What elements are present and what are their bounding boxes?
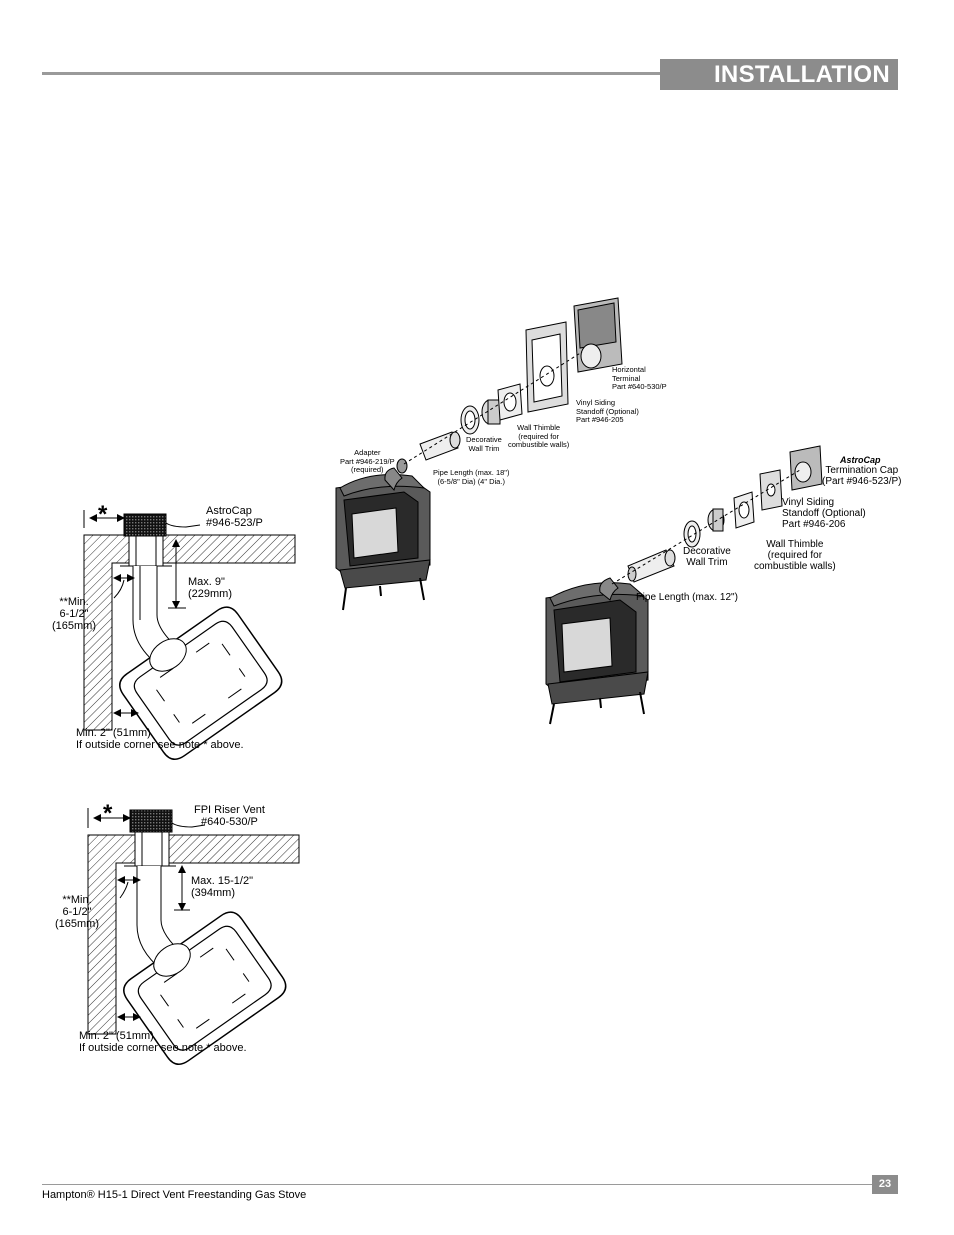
plan-view-riser (87, 808, 300, 1065)
astrocap-label: AstroCap #946-523/P (206, 505, 263, 529)
footer-rule (42, 1184, 872, 1185)
riser-vent-label: FPI Riser Vent #640-530/P (194, 804, 265, 828)
exploded-view-horizontal-terminal (335, 297, 623, 611)
plan-view-astrocap (83, 510, 296, 760)
termination-cap-label: Termination Cap (Part #946-523/P) (822, 465, 902, 487)
wall-thimble-label: Wall Thimble (required for combustible w… (754, 539, 836, 572)
max-clearance-label: Max. 9" (229mm) (188, 576, 233, 600)
section-title: INSTALLATION (660, 59, 898, 90)
min-bottom-clearance-label: Min. 2" (51mm) (76, 727, 151, 739)
max-clearance-label: Max. 15-1/2" (394mm) (191, 875, 253, 899)
horizontal-terminal-label: Horizontal Terminal Part #640-530/P (612, 365, 667, 391)
pipe-length-label: Pipe Length (max. 18") (6-5/8" Dia) (4" … (433, 468, 510, 486)
min-side-clearance-label: **Min. 6-1/2" (165mm) (52, 596, 97, 632)
header-rule (42, 72, 660, 75)
decorative-trim-label: Decorative Wall Trim (466, 435, 502, 453)
pipe-length-label: Pipe Length (max. 12") (636, 592, 738, 603)
adapter-label: Adapter Part #946-219/P (required) (340, 448, 395, 474)
astrocap-brand-label: AstroCap (840, 455, 881, 465)
exploded-view-astrocap (545, 445, 823, 725)
vinyl-standoff-label: Vinyl Siding Standoff (Optional) Part #9… (782, 497, 866, 530)
page-number: 23 (872, 1175, 898, 1194)
footer-title: Hampton® H15-1 Direct Vent Freestanding … (42, 1189, 307, 1201)
outside-corner-note: If outside corner see note * above. (76, 739, 244, 751)
outside-corner-note: If outside corner see note * above. (79, 1042, 247, 1054)
note-star: * (103, 800, 113, 827)
vinyl-standoff-label: Vinyl Siding Standoff (Optional) Part #9… (576, 398, 639, 424)
decorative-trim-label: Decorative Wall Trim (683, 546, 731, 568)
wall-thimble-label: Wall Thimble (required for combustible w… (508, 423, 570, 449)
note-star: * (98, 501, 108, 528)
min-side-clearance-label: **Min. 6-1/2" (165mm) (55, 894, 100, 930)
min-bottom-clearance-label: Min. 2" (51mm) (79, 1030, 154, 1042)
